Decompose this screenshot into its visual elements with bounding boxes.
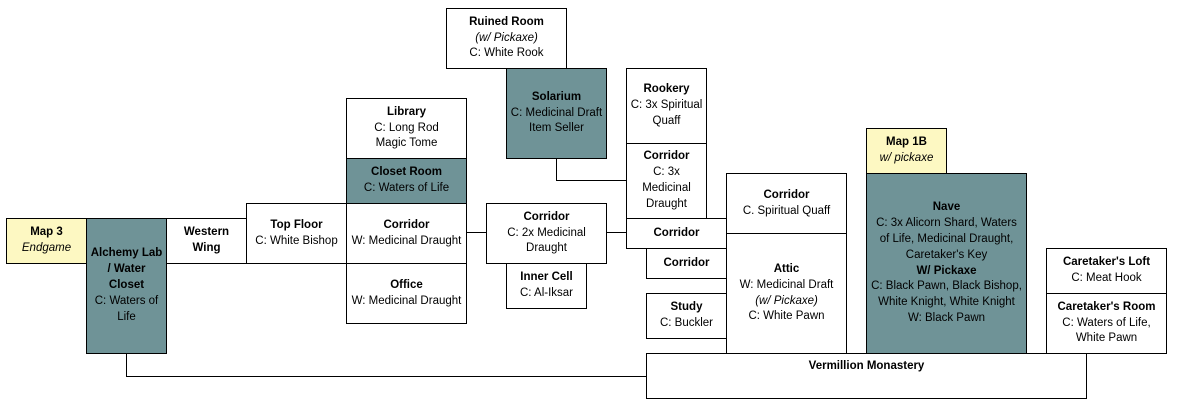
study-contents: C: Buckler xyxy=(659,317,714,329)
library-title: Library xyxy=(387,105,426,118)
attic-note: (w/ Pickaxe) xyxy=(755,294,818,307)
connector-line-alchemy-down xyxy=(126,353,127,377)
map3-note: Endgame xyxy=(21,242,72,254)
corridor-mid-box: Corridor C: 2x Medicinal Draught xyxy=(486,203,607,264)
corridor-mid-contents: C: 2x Medicinal Draught xyxy=(507,226,586,255)
corridor-mid-title: Corridor xyxy=(523,210,570,223)
vermillion-monastery-box: Vermillion Monastery xyxy=(646,353,1087,399)
closet-room-contents: C: Waters of Life xyxy=(363,182,450,194)
study-box: Study C: Buckler xyxy=(646,293,727,339)
alchemy-lab-contents: C: Waters of Life xyxy=(94,294,159,323)
nave-subtitle: W/ Pickaxe xyxy=(916,264,977,277)
corridor-r1-contents: C: 3x Medicinal Draught xyxy=(642,166,691,210)
map1b-title: Map 1B xyxy=(886,136,927,149)
caretakers-loft-title: Caretaker's Loft xyxy=(1062,256,1151,269)
corridor-r1-title: Corridor xyxy=(643,150,690,163)
rookery-box: Rookery C: 3x Spiritual Quaff xyxy=(626,68,707,144)
attic-line2: C: White Pawn xyxy=(748,310,825,323)
connector-line-bottom xyxy=(126,376,647,377)
ruined-room-box: Ruined Room (w/ Pickaxe) C: White Rook xyxy=(446,8,567,69)
inner-cell-contents: C: Al-Iksar xyxy=(519,287,574,299)
corridor-west-box: Corridor W: Medicinal Draught xyxy=(346,203,467,264)
solarium-title: Solarium xyxy=(531,90,582,103)
corridor-sq-contents: C. Spiritual Quaff xyxy=(742,204,831,217)
solarium-line2: Item Seller xyxy=(529,122,584,135)
caretakers-room-box: Caretaker's Room C: Waters of Life, Whit… xyxy=(1046,293,1167,354)
corridor-sq-title: Corridor xyxy=(763,188,810,201)
library-box: Library C: Long Rod Magic Tome xyxy=(346,98,467,159)
library-line1: C: Long Rod xyxy=(374,121,439,134)
corridor-r3-box: Corridor xyxy=(646,248,727,279)
nave-box: Nave C: 3x Alicorn Shard, Waters of Life… xyxy=(866,173,1027,354)
alchemy-lab-box: Alchemy Lab / Water Closet C: Waters of … xyxy=(86,218,167,354)
top-floor-title: Top Floor xyxy=(270,218,323,231)
attic-title: Attic xyxy=(773,262,800,275)
corridor-west-title: Corridor xyxy=(383,218,430,231)
top-floor-box: Top Floor C: White Bishop xyxy=(246,203,347,264)
nave-title: Nave xyxy=(932,201,961,214)
map3-box: Map 3 Endgame xyxy=(6,218,87,264)
office-box: Office W: Medicinal Draught xyxy=(346,263,467,324)
attic-box: Attic W: Medicinal Draft (w/ Pickaxe) C:… xyxy=(726,233,847,354)
solarium-line1: C: Medicinal Draft xyxy=(510,106,603,119)
map3-title: Map 3 xyxy=(30,226,63,239)
top-floor-contents: C: White Bishop xyxy=(255,234,338,247)
corridor-sq-box: Corridor C. Spiritual Quaff xyxy=(726,173,847,234)
corridor-r2-title: Corridor xyxy=(653,226,700,239)
office-title: Office xyxy=(390,278,423,291)
inner-cell-box: Inner Cell C: Al-Iksar xyxy=(506,263,587,309)
attic-line1: W: Medicinal Draft xyxy=(739,278,834,291)
closet-room-title: Closet Room xyxy=(371,166,442,179)
ruined-room-title: Ruined Room xyxy=(469,15,544,28)
ruined-room-note: (w/ Pickaxe) xyxy=(475,31,538,44)
caretakers-loft-contents: C: Meat Hook xyxy=(1071,272,1142,284)
caretakers-loft-box: Caretaker's Loft C: Meat Hook xyxy=(1046,248,1167,294)
western-wing-box: Western Wing xyxy=(166,218,247,264)
connector-line-solarium-down xyxy=(556,158,557,181)
nave-line3: W: Black Pawn xyxy=(907,312,986,325)
nave-line1: C: 3x Alicorn Shard, Waters of Life, Med… xyxy=(876,216,1017,261)
office-contents: W: Medicinal Draught xyxy=(351,294,462,307)
caretakers-room-title: Caretaker's Room xyxy=(1057,300,1156,313)
corridor-r3-title: Corridor xyxy=(663,256,710,269)
corridor-west-contents: W: Medicinal Draught xyxy=(351,234,462,247)
connector-line-corridors-mid xyxy=(466,232,487,233)
rookery-contents: C: 3x Spiritual Quaff xyxy=(630,99,703,127)
caretakers-room-contents: C: Waters of Life, White Pawn xyxy=(1062,316,1151,345)
vermillion-monastery-title: Vermillion Monastery xyxy=(808,360,925,372)
nave-line2: C: Black Pawn, Black Bishop, White Knigh… xyxy=(871,280,1022,309)
corridor-r1-box: Corridor C: 3x Medicinal Draught xyxy=(626,143,707,219)
solarium-box: Solarium C: Medicinal Draft Item Seller xyxy=(506,68,607,159)
map1b-note: w/ pickaxe xyxy=(879,152,934,164)
study-title: Study xyxy=(670,301,703,314)
map1b-box: Map 1B w/ pickaxe xyxy=(866,128,947,174)
closet-room-box: Closet Room C: Waters of Life xyxy=(346,158,467,204)
ruined-room-contents: C: White Rook xyxy=(469,47,544,60)
western-wing-title: Western Wing xyxy=(183,226,230,254)
library-line2: Magic Tome xyxy=(375,137,438,150)
inner-cell-title: Inner Cell xyxy=(520,271,573,284)
connector-line-solarium-to-rookery xyxy=(556,180,627,181)
connector-line-corridors-right xyxy=(606,232,627,233)
corridor-r2-box: Corridor xyxy=(626,218,727,249)
alchemy-lab-title: Alchemy Lab / Water Closet xyxy=(90,247,163,292)
rookery-title: Rookery xyxy=(643,83,690,96)
